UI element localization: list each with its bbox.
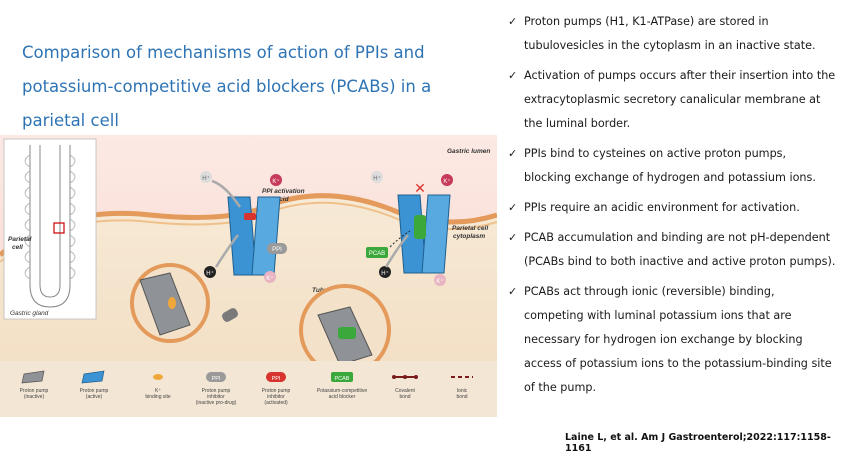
- legend-badge-text: PPI: [212, 376, 221, 382]
- h-ion-label: H⁺: [202, 175, 210, 182]
- ppi-activation-label-1: PPI activation: [262, 188, 305, 195]
- ppi-badge-text: PPI: [272, 247, 282, 253]
- cytoplasm-label: cytoplasm: [453, 233, 485, 240]
- check-icon: ✓: [508, 69, 518, 82]
- check-icon: ✓: [508, 231, 518, 244]
- pcab-path-arrow: [389, 230, 411, 248]
- parietal-cell-label: Parietal cell: [452, 225, 488, 232]
- h-ion-in-right: [379, 266, 391, 278]
- k-ion-label: K⁺: [266, 275, 273, 282]
- proton-pump-active-pcab: [397, 194, 451, 274]
- legend-badge-text: PCAB: [335, 376, 350, 382]
- bullet-text: PPIs bind to cysteines on active proton …: [524, 147, 816, 184]
- legend-icons: [21, 370, 473, 384]
- bullet-item: ✓ Proton pumps (H1, K1-ATPase) are stored…: [508, 10, 836, 58]
- k-ion-out-left: [264, 271, 276, 283]
- legend-label: Covalent: [395, 388, 415, 394]
- h-ion-out-right: [371, 171, 383, 183]
- legend-label: Proton pump: [262, 388, 291, 394]
- gastric-gland-inset: [3, 138, 97, 320]
- k-ion-label: K⁺: [272, 178, 279, 185]
- gastric-gland-drawing: [24, 145, 76, 308]
- legend-label: binding site: [145, 394, 171, 400]
- legend-label: inhibitor: [267, 394, 285, 400]
- legend-label: acid blocker: [329, 394, 356, 400]
- bullet-text: PPIs require an acidic environment for a…: [524, 201, 800, 214]
- legend-label: bond: [399, 394, 410, 400]
- k-ion-label: K⁺: [443, 178, 450, 185]
- bullet-item: ✓ PPIs require an acidic environment for …: [508, 196, 836, 220]
- legend-label: (activated): [264, 400, 288, 406]
- k-ion-out-right: [434, 274, 446, 286]
- ion-flow-arrows: [211, 179, 409, 268]
- blocked-x-icon: ✕: [414, 180, 426, 196]
- parietal-cell-diagram: Parietal cell Gastric gland Gastric lume…: [0, 135, 497, 417]
- h-ion-label: H⁺: [373, 175, 381, 182]
- ppi-prodrug-badge: [267, 243, 287, 254]
- k-ion-in-left: [270, 174, 282, 186]
- check-icon: ✓: [508, 285, 518, 298]
- legend-label: (active): [86, 394, 103, 400]
- legend-label: Potassium-competitive: [317, 388, 368, 394]
- bullet-text: Proton pumps (H1, K1-ATPase) are stored …: [524, 15, 816, 52]
- bullet-item: ✓ PCABs act through ionic (reversible) bi…: [508, 280, 836, 400]
- gland-cell-label-1: Parietal: [8, 236, 32, 243]
- h-ion-out-left: [200, 171, 212, 183]
- legend-label: Proton pump: [80, 388, 109, 394]
- bullet-text: PCABs act through ionic (reversible) bin…: [524, 285, 832, 394]
- h-ion-label: H⁺: [206, 270, 214, 277]
- bullet-item: ✓ PPIs bind to cysteines on active proton…: [508, 142, 836, 190]
- citation: Laine L, et al. Am J Gastroenterol;2022:…: [565, 432, 831, 454]
- proton-pump-inactive-left: [139, 272, 191, 336]
- legend-label: (inactive pro-drug): [196, 400, 237, 406]
- pcab-badge: [366, 247, 388, 258]
- pcab-badge-text: PCAB: [369, 251, 385, 257]
- k-ion-in-right: [441, 174, 453, 186]
- legend-panel: [0, 361, 497, 417]
- check-icon: ✓: [508, 15, 518, 28]
- ppi-prodrug-floating: [222, 308, 238, 322]
- bullet-text: Activation of pumps occurs after their i…: [524, 69, 836, 130]
- legend-label: K⁺: [155, 388, 161, 394]
- bullet-item: ✓ PCAB accumulation and binding are not p…: [508, 226, 836, 274]
- legend-label: bond: [456, 394, 467, 400]
- bullet-text: PCAB accumulation and binding are not pH…: [524, 231, 836, 268]
- gland-cell-label-2: cell: [12, 244, 23, 251]
- bullet-list: ✓ Proton pumps (H1, K1-ATPase) are stored…: [508, 10, 836, 406]
- slide-title: Comparison of mechanisms of action of PP…: [22, 43, 432, 130]
- legend-label: (inactive): [24, 394, 45, 400]
- proton-pump-inactive-right: [317, 306, 373, 366]
- legend-label: Ionic: [457, 388, 468, 394]
- legend-label: inhibitor: [207, 394, 225, 400]
- h-ion-label: H⁺: [381, 270, 389, 277]
- legend-badge-text: PPI: [272, 376, 281, 382]
- k-ion-label: K⁺: [436, 278, 443, 285]
- h-ion-in-left: [204, 266, 216, 278]
- gastric-lumen-label: Gastric lumen: [447, 148, 490, 155]
- check-icon: ✓: [508, 147, 518, 160]
- gland-label: Gastric gland: [10, 310, 49, 317]
- check-icon: ✓: [508, 201, 518, 214]
- legend-label: Proton pump: [20, 388, 49, 394]
- proton-pump-active-ppi: [227, 196, 281, 276]
- bullet-item: ✓ Activation of pumps occurs after their …: [508, 64, 836, 136]
- legend-label: Proton pump: [202, 388, 231, 394]
